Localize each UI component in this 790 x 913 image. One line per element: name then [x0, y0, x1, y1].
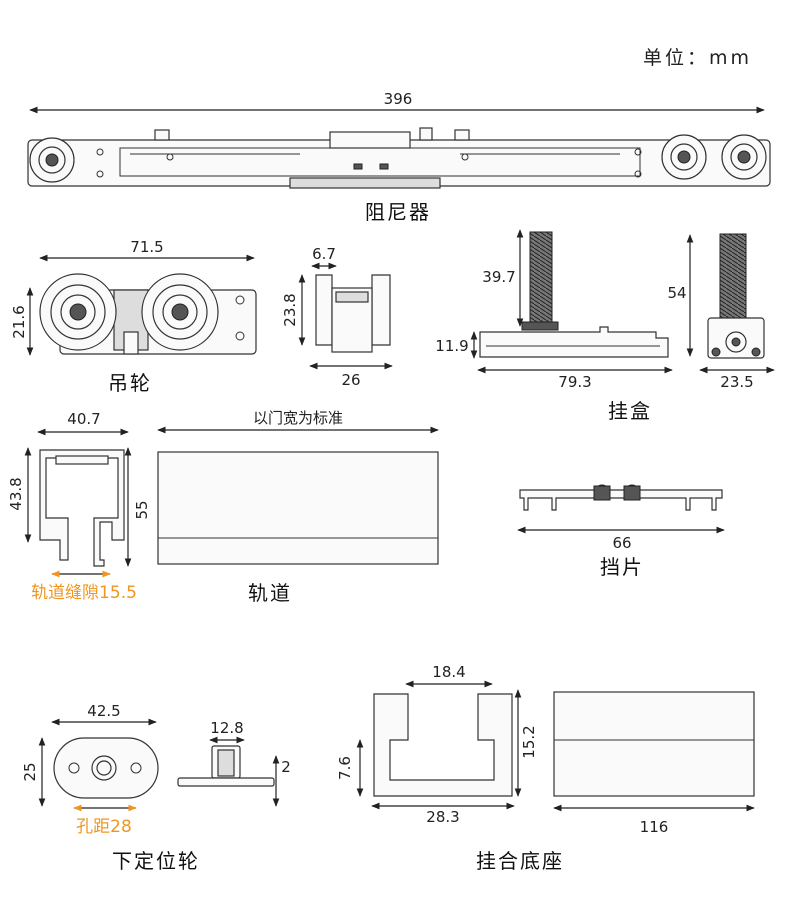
- track-front: [157, 451, 439, 565]
- hanging-base-outer-w: 28.3: [426, 808, 459, 826]
- track-gap-label: 轨道缝隙15.5: [31, 583, 137, 603]
- hanging-base-label: 挂合底座: [476, 849, 564, 873]
- hanging-box-side-w: 23.5: [720, 373, 753, 391]
- hanging-box-base: [479, 326, 669, 358]
- track-outer-h: 55: [133, 500, 151, 519]
- bottom-guide-label: 下定位轮: [112, 849, 200, 873]
- hanging-box-side-screw: [719, 233, 747, 319]
- stopper-body: [519, 489, 723, 511]
- hanging-wheel-drawing: 71.5 21.6 吊轮: [10, 238, 257, 395]
- bottom-guide-drawing: 42.5 25 孔距28 12.8 2 下定位轮: [21, 702, 291, 873]
- hanging-box-screw: [529, 231, 553, 325]
- hanging-base-side-h: 7.6: [336, 756, 354, 780]
- hanging-base-inner-w: 18.4: [432, 663, 465, 681]
- stopper-drawing: 66 挡片: [517, 484, 725, 579]
- hanging-base-drawing: 18.4 15.2 7.6 28.3 116 挂合底座: [336, 663, 755, 873]
- hanging-base-height: 15.2: [520, 725, 538, 758]
- unit-label: 单位：mm: [643, 47, 752, 69]
- bottom-guide-plate-t: 2: [281, 758, 291, 776]
- hanging-base-length: 116: [640, 818, 669, 836]
- hanging-base-front: [553, 691, 755, 797]
- bottom-guide-post-w: 12.8: [210, 719, 243, 737]
- hanging-wheel-height: 21.6: [10, 305, 28, 338]
- damper-width: 396: [384, 90, 413, 108]
- track-profile: [39, 449, 125, 567]
- wheel-side-width: 26: [341, 371, 360, 389]
- bottom-guide-base: [177, 777, 275, 787]
- hanging-box-screw-h: 39.7: [482, 268, 515, 286]
- track-drawing: 40.7 43.8 55 轨道缝隙15.5 以门宽为标准 轨道: [7, 409, 439, 605]
- hanging-wheel-width: 71.5: [130, 238, 163, 256]
- hanging-box-drawing: 39.7 11.9 79.3 54 23.5 挂盒: [435, 229, 775, 423]
- bottom-guide-width: 42.5: [87, 702, 120, 720]
- hanging-wheel-label: 吊轮: [108, 371, 152, 395]
- wheel-side-height: 23.8: [281, 293, 299, 326]
- stopper-width: 66: [612, 534, 631, 552]
- hanging-box-length: 79.3: [558, 373, 591, 391]
- track-width: 40.7: [67, 410, 100, 428]
- damper-label: 阻尼器: [365, 200, 431, 224]
- hanging-box-side-h: 54: [667, 284, 686, 302]
- hanging-box-label: 挂盒: [608, 399, 652, 423]
- bottom-guide-hole-pitch: 孔距28: [76, 817, 132, 837]
- track-label: 轨道: [248, 581, 292, 605]
- track-height: 43.8: [7, 477, 25, 510]
- damper-center-clip: [329, 131, 411, 149]
- wheel-side-top: 6.7: [312, 245, 336, 263]
- bottom-guide-height: 25: [21, 762, 39, 781]
- wheel-side-drawing: 6.7 23.8 26: [281, 245, 393, 389]
- stopper-label: 挡片: [600, 555, 644, 579]
- hanging-base-profile: [373, 693, 513, 797]
- damper-drawing: 396 阻尼器: [27, 90, 771, 224]
- hanging-box-base-h: 11.9: [435, 337, 468, 355]
- track-length-note: 以门宽为标准: [253, 409, 343, 427]
